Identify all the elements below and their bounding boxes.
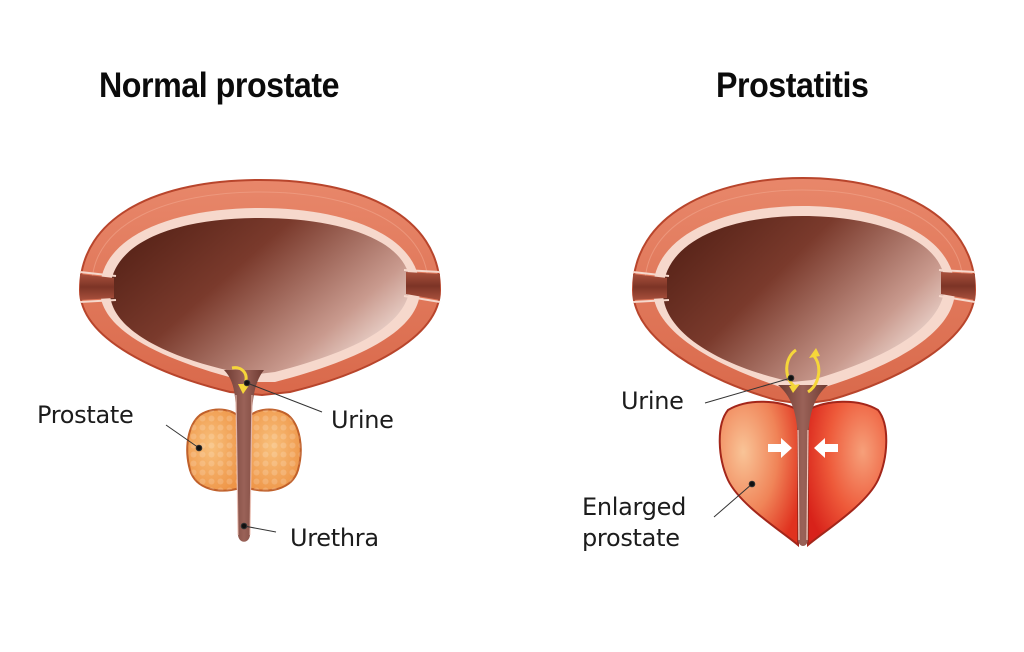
prostate-label: Prostate xyxy=(37,401,134,429)
narrowed-urethra xyxy=(778,385,828,546)
urine-label-prostatitis: Urine xyxy=(621,387,684,415)
urine-backflow-arrows-icon xyxy=(785,348,821,394)
enlarged-prostate-gland xyxy=(718,400,888,548)
prostatitis-bladder xyxy=(631,176,977,406)
enlarged-prostate-label-line2: prostate xyxy=(582,524,680,552)
normal-leader-lines xyxy=(165,379,323,533)
prostatitis-title: Prostatitis xyxy=(716,66,869,105)
urethra-label: Urethra xyxy=(290,524,379,552)
normal-prostate-title: Normal prostate xyxy=(99,66,340,105)
normal-prostate-gland xyxy=(186,408,302,492)
normal-bladder xyxy=(78,178,442,397)
compression-arrow-left-icon xyxy=(768,438,792,458)
prostatitis-leader-lines xyxy=(704,374,795,518)
compression-arrow-right-icon xyxy=(814,438,838,458)
enlarged-prostate-label-line1: Enlarged xyxy=(582,493,687,521)
urine-label-normal: Urine xyxy=(331,406,394,434)
normal-urethra xyxy=(224,370,264,542)
